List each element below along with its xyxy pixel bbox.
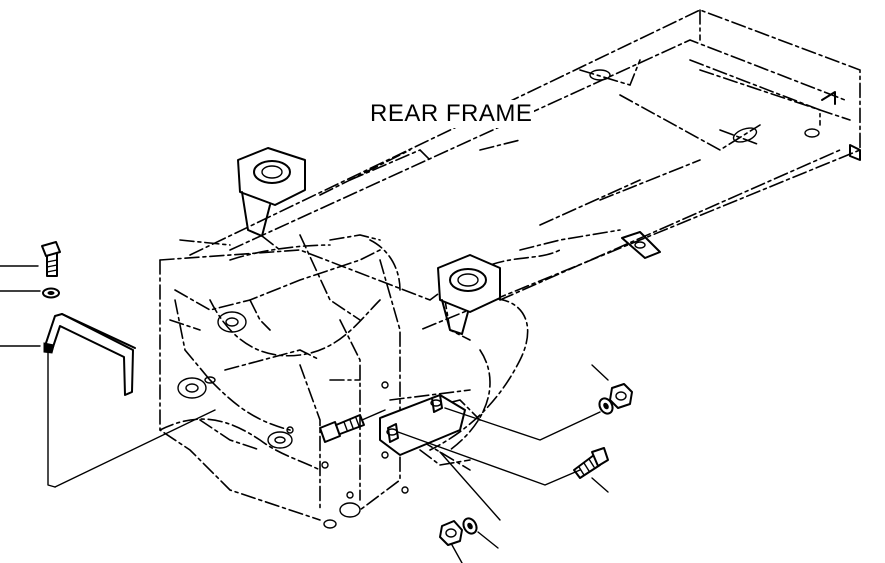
nut-bottom bbox=[439, 520, 463, 563]
bolt-center bbox=[319, 409, 386, 443]
bolt-left bbox=[0, 241, 61, 277]
frame-lug-bracket bbox=[621, 231, 661, 259]
washer-bottom bbox=[462, 517, 499, 549]
front-frame-outline bbox=[159, 229, 621, 529]
callout-line bbox=[591, 364, 609, 381]
stop-block bbox=[379, 394, 471, 466]
leader-lines-left bbox=[47, 349, 216, 488]
nut-right-upper bbox=[591, 364, 633, 409]
callout-line bbox=[451, 544, 463, 563]
rear-frame-label: REAR FRAME bbox=[368, 100, 535, 128]
leader-lines-right bbox=[397, 407, 601, 521]
washer-left bbox=[0, 287, 60, 299]
hinge-tower-right bbox=[437, 254, 501, 335]
bolt-right bbox=[573, 447, 609, 493]
guard-bracket bbox=[0, 313, 136, 396]
hinge-tower-left bbox=[237, 147, 306, 251]
washer-right-upper bbox=[598, 397, 614, 415]
callout-line bbox=[477, 531, 499, 549]
rear-frame-outline bbox=[179, 9, 861, 331]
callout-line bbox=[591, 477, 609, 493]
